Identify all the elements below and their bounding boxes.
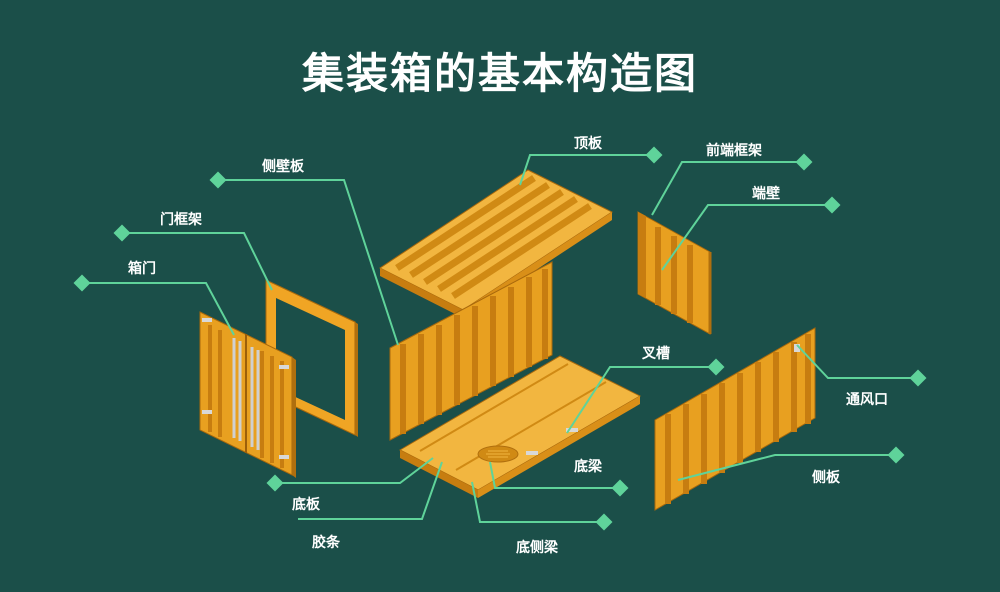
- end-wall-part: [637, 211, 712, 335]
- leader-end-wall: [661, 204, 832, 271]
- marker-door: [73, 274, 91, 292]
- marker-front-end-frame: [795, 153, 813, 171]
- leader-door-frame: [122, 232, 273, 291]
- floor-part: [398, 355, 642, 498]
- leader-floor-panel: [275, 457, 434, 484]
- marker-floor-beam: [611, 479, 629, 497]
- label-gasket: 胶条: [312, 535, 340, 551]
- label-side-wall: 侧壁板: [262, 159, 304, 175]
- label-floor-beam: 底梁: [574, 459, 602, 475]
- leader-gasket: [298, 461, 443, 520]
- leader-vent: [796, 344, 918, 379]
- side-wall-part: [389, 261, 553, 441]
- diamond-markers: [73, 146, 927, 531]
- label-side-panel: 侧板: [812, 470, 840, 486]
- marker-door-frame: [113, 224, 131, 242]
- leader-forklift-pocket: [566, 366, 716, 434]
- marker-floor-panel: [266, 474, 284, 492]
- leader-top-panel: [519, 154, 654, 186]
- marker-forklift-pocket: [707, 358, 725, 376]
- leader-floor-beam: [489, 461, 620, 489]
- leader-lines: [82, 154, 918, 523]
- label-vent: 通风口: [846, 392, 888, 408]
- marker-vent: [909, 369, 927, 387]
- label-door-frame: 门框架: [160, 212, 202, 228]
- marker-side-panel: [887, 446, 905, 464]
- leader-side-panel: [677, 454, 896, 481]
- diagram-title: 集装箱的基本构造图: [301, 49, 698, 98]
- door-part: [199, 311, 296, 478]
- label-front-end-frame: 前端框架: [706, 143, 762, 159]
- label-forklift-pocket: 叉槽: [642, 346, 670, 362]
- label-door: 箱门: [128, 261, 156, 277]
- leader-door: [82, 282, 235, 336]
- marker-end-wall: [823, 196, 841, 214]
- marker-top-panel: [645, 146, 663, 164]
- leader-front-end-frame: [651, 161, 804, 216]
- marker-side-wall: [209, 171, 227, 189]
- side-panel-part: [654, 327, 816, 511]
- top-panel-part: [379, 169, 613, 318]
- marker-bottom-side-beam: [595, 513, 613, 531]
- label-top-panel: 顶板: [574, 136, 602, 152]
- label-bottom-side-beam: 底侧梁: [516, 540, 558, 556]
- leader-side-wall: [218, 179, 399, 346]
- label-floor-panel: 底板: [292, 497, 320, 513]
- label-end-wall: 端壁: [752, 186, 780, 202]
- leader-bottom-side-beam: [471, 481, 604, 523]
